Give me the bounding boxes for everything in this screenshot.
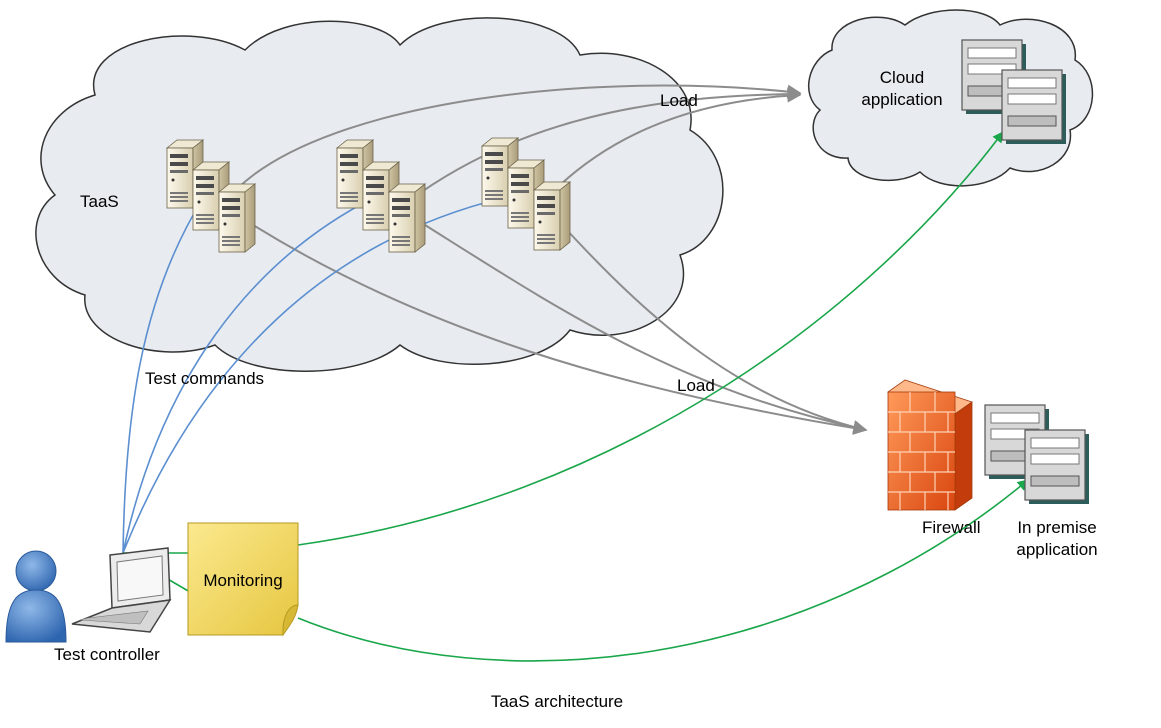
load-label-top: Load: [660, 91, 698, 110]
load-label-bottom: Load: [677, 376, 715, 395]
server-tower-icon: [388, 183, 426, 253]
taas-label: TaaS: [80, 192, 119, 211]
user-icon: [5, 550, 67, 643]
app-server-icon: [1001, 69, 1067, 145]
test-controller-label: Test controller: [54, 645, 160, 664]
server-tower-icon: [533, 181, 571, 251]
monitoring-label: Monitoring: [203, 571, 282, 590]
in-premise-label-line2: application: [1016, 540, 1097, 559]
laptop-icon: [71, 547, 172, 633]
diagram-caption: TaaS architecture: [491, 692, 623, 711]
server-tower-icon: [218, 183, 256, 253]
sticky-note-icon: [187, 522, 299, 637]
firewall-label: Firewall: [922, 518, 981, 537]
in-premise-app-servers: [984, 404, 1090, 505]
app-server-icon: [1024, 429, 1090, 505]
test-commands-label: Test commands: [145, 369, 264, 388]
cloud-application-label-line2: application: [861, 90, 942, 109]
firewall-icon: [887, 379, 973, 511]
test-command-arrows: [122, 194, 505, 554]
cloud-application-label-line1: Cloud: [880, 68, 924, 87]
load-arrows: [237, 84, 868, 435]
in-premise-label-line1: In premise: [1017, 518, 1096, 537]
